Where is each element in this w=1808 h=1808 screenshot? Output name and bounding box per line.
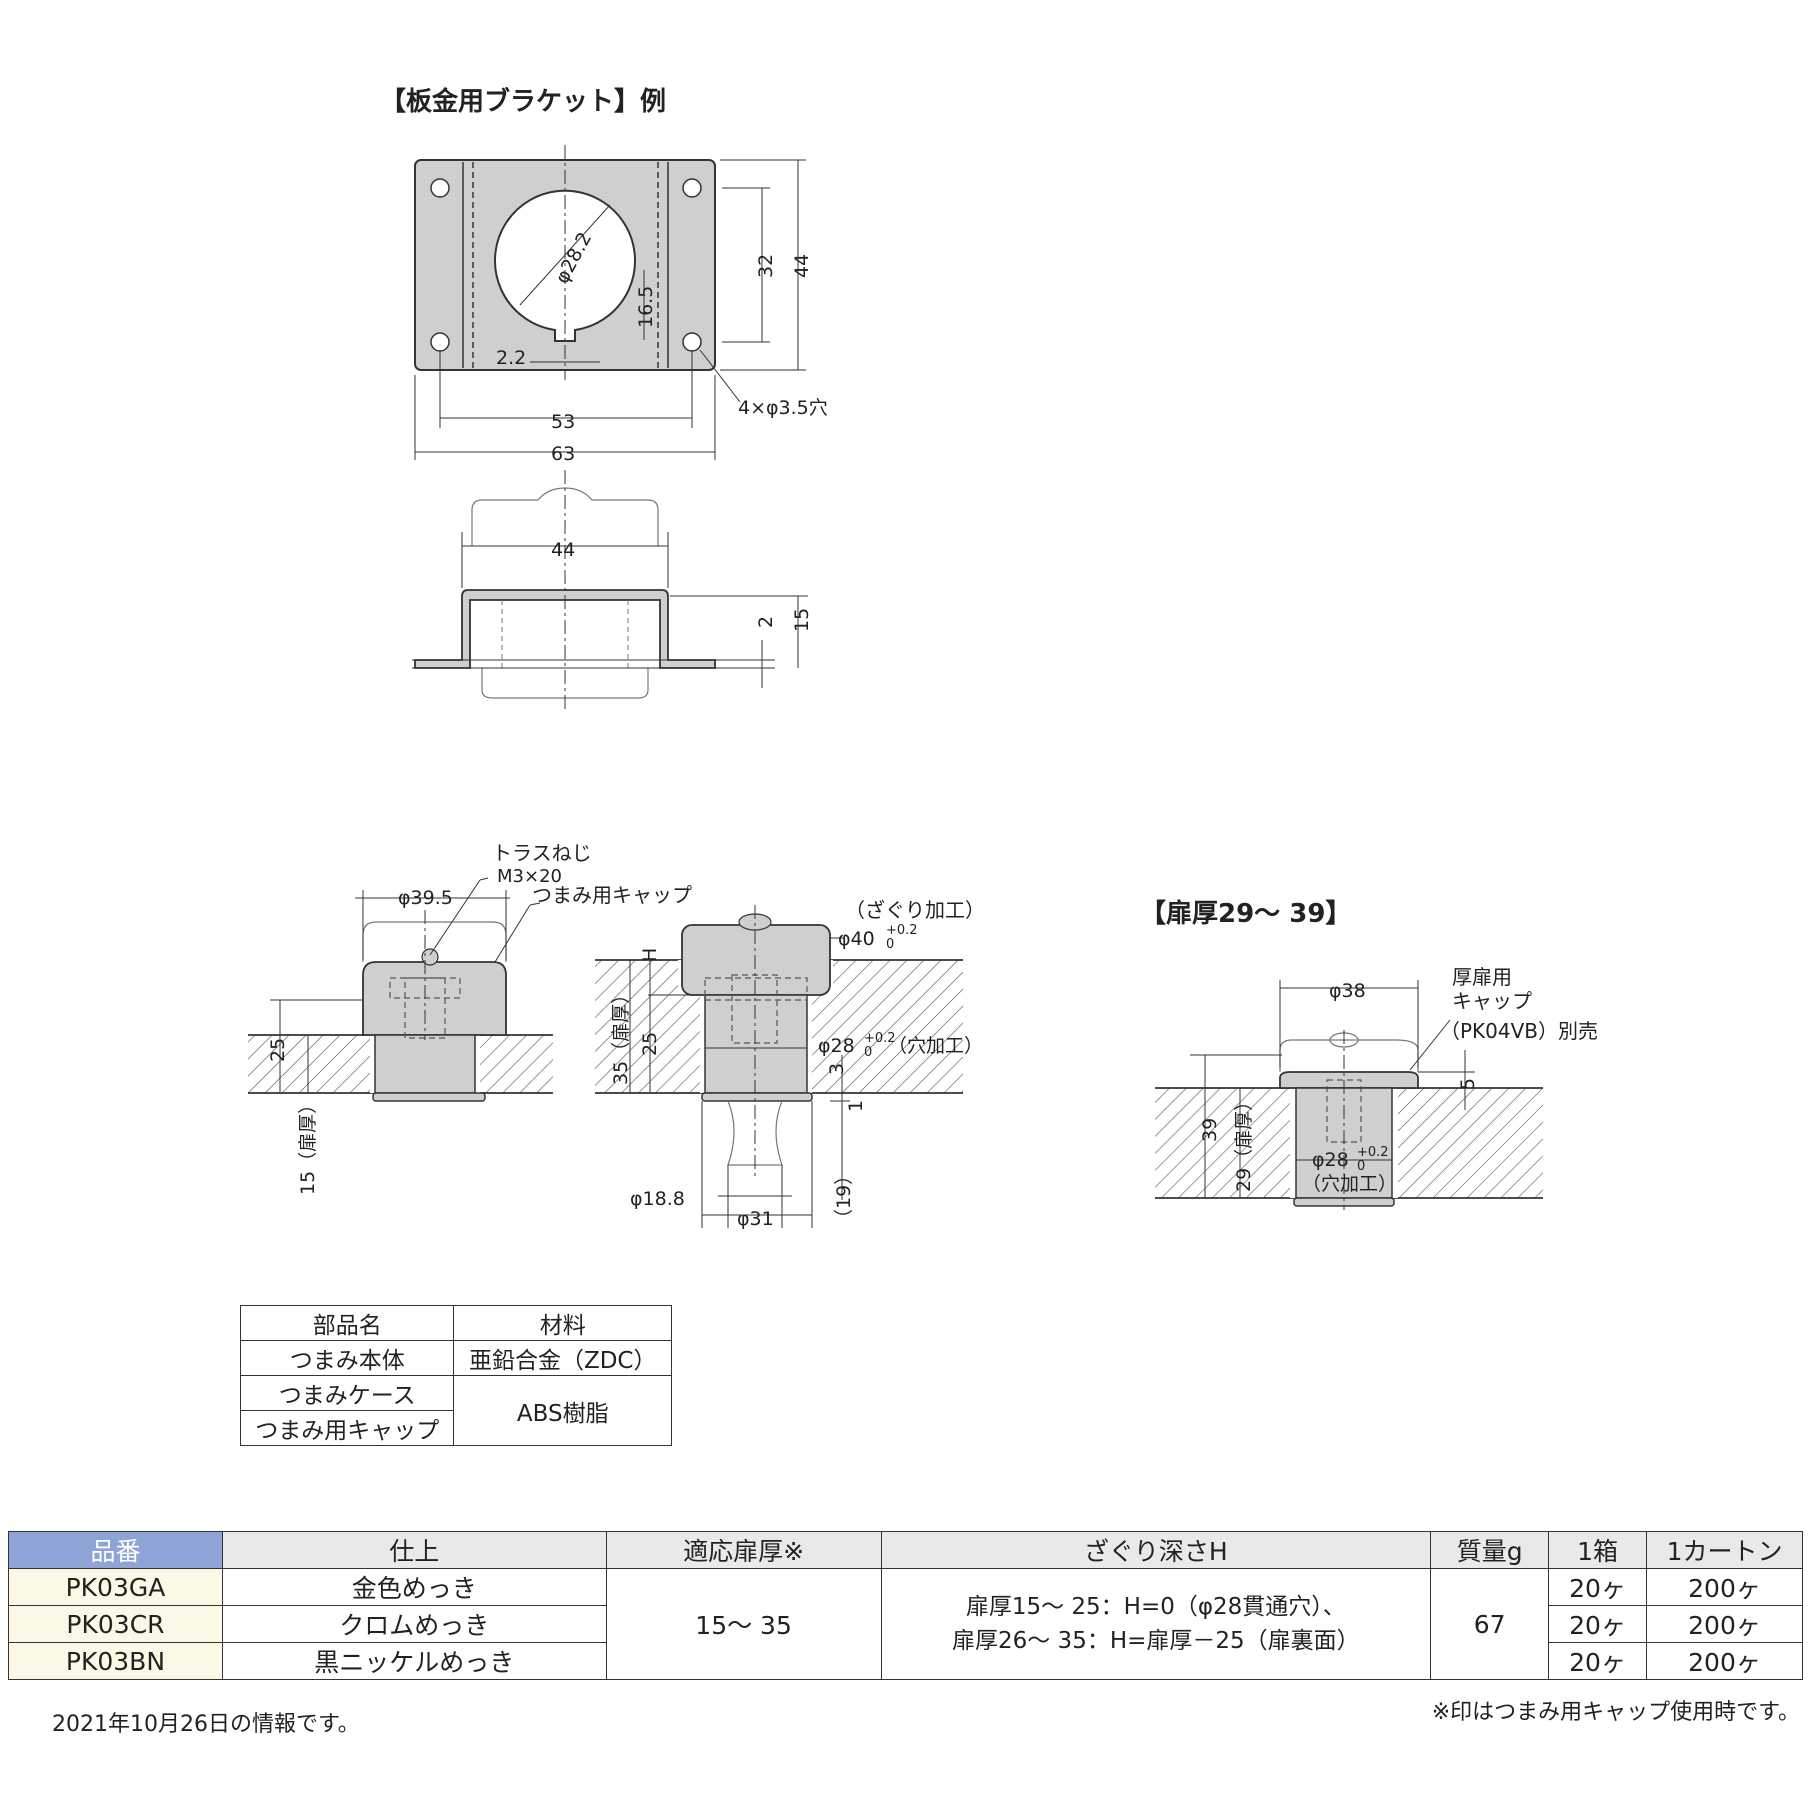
dim-19: （19） <box>833 1166 855 1228</box>
spec-header-row: 品番 仕上 適応扉厚※ ざぐり深さH 質量g 1箱 1カートン <box>8 1531 1803 1569</box>
door-thickness-35: 35（扉厚） <box>610 985 632 1085</box>
box-qty-cell: 20ヶ <box>1548 1642 1648 1680</box>
dim-2-2: 2.2 <box>496 347 526 369</box>
dim-32: 32 <box>755 254 777 278</box>
box-qty-cell: 20ヶ <box>1548 1568 1648 1606</box>
install-view-thick <box>595 905 963 1228</box>
material-part-cell: つまみケース <box>239 1375 455 1411</box>
finish-cell: クロムめっき <box>221 1605 607 1643</box>
depth-line-1: 扉厚15～ 25：H=0（φ28貫通穴）、 <box>965 1594 1346 1620</box>
table-row: つまみケース ABS樹脂 <box>239 1375 672 1446</box>
spec-header-finish: 仕上 <box>221 1531 607 1569</box>
dim-40-tol-plus: +0.2 <box>886 923 918 938</box>
dim-16-5: 16.5 <box>635 286 657 328</box>
dim-40: φ40 <box>838 928 875 950</box>
thick-door-title: 【扉厚29～ 39】 <box>1140 899 1351 929</box>
dim-53: 53 <box>551 411 575 433</box>
dim-25-b: 25 <box>639 1032 661 1056</box>
cap-label: つまみ用キャップ <box>532 883 692 907</box>
date-note: 2021年10月26日の情報です。 <box>52 1712 360 1737</box>
material-part-cell: つまみ本体 <box>239 1340 455 1376</box>
dim-31: φ31 <box>737 1208 774 1230</box>
thick-dim-28: φ28 <box>1312 1149 1349 1171</box>
dim-44: 44 <box>791 254 813 278</box>
screw-size: M3×20 <box>497 866 562 887</box>
door-thickness-15: 15（扉厚） <box>297 1095 319 1195</box>
thick-cap-label-3: （PK04VB）別売 <box>1440 1019 1598 1043</box>
bracket-title: 【板金用ブラケット】例 <box>380 86 666 117</box>
finish-cell: 黒ニッケルめっき <box>221 1642 607 1680</box>
dim-3: 3 <box>826 1063 848 1075</box>
counterbore-label: （ざぐり加工） <box>845 898 985 922</box>
side-dim-44: 44 <box>551 539 575 561</box>
depth-cell: 扉厚15～ 25：H=0（φ28貫通穴）、 扉厚26～ 35：H=扉厚－25（扉… <box>880 1568 1432 1680</box>
spec-header-mass: 質量g <box>1430 1531 1550 1569</box>
dim-28: φ28 <box>818 1035 855 1057</box>
spec-header-box: 1箱 <box>1548 1531 1648 1569</box>
carton-qty-cell: 200ヶ <box>1646 1605 1803 1643</box>
carton-qty-cell: 200ヶ <box>1646 1568 1803 1606</box>
carton-qty-cell: 200ヶ <box>1646 1642 1803 1680</box>
dim-holes: 4×φ3.5穴 <box>738 397 828 419</box>
thick-dim-28-tol-plus: +0.2 <box>1357 1145 1389 1160</box>
dim-18-8: φ18.8 <box>630 1188 685 1210</box>
table-row: PK03BN 黒ニッケルめっき 20ヶ 200ヶ <box>8 1642 1803 1680</box>
dim-63: 63 <box>551 443 575 465</box>
mass-cell: 67 <box>1430 1568 1550 1680</box>
hole-processing-label: （穴加工） <box>888 1035 983 1057</box>
depth-line-2: 扉厚26～ 35：H=扉厚－25（扉裏面） <box>951 1628 1360 1654</box>
bracket-side-view <box>412 470 808 712</box>
part-number-cell: PK03BN <box>8 1642 223 1680</box>
dim-H: H <box>639 948 661 962</box>
part-number-cell: PK03CR <box>8 1605 223 1643</box>
door-range-cell: 15～ 35 <box>605 1568 882 1680</box>
bracket-top-view <box>414 145 806 460</box>
spec-header-door-range: 適応扉厚※ <box>605 1531 882 1569</box>
dim-39-5: φ39.5 <box>398 887 453 909</box>
materials-header-part: 部品名 <box>239 1305 455 1341</box>
side-dim-15: 15 <box>791 608 813 632</box>
material-cell: 亜鉛合金（ZDC） <box>453 1340 672 1376</box>
dim-28-tol-zero: 0 <box>864 1045 872 1060</box>
dim-40-tol-zero: 0 <box>886 937 894 952</box>
thick-hole-processing-label: （穴加工） <box>1302 1173 1397 1195</box>
spec-table: 品番 仕上 適応扉厚※ ざぐり深さH 質量g 1箱 1カートン PK03GA 金… <box>8 1531 1803 1680</box>
material-cell: ABS樹脂 <box>453 1375 672 1446</box>
materials-table: 部品名 材料 つまみ本体 亜鉛合金（ZDC） つまみケース ABS樹脂 つまみ用… <box>239 1305 672 1446</box>
thick-dim-28-tol-zero: 0 <box>1357 1159 1365 1174</box>
thick-cap-label-1: 厚扉用 <box>1452 965 1512 989</box>
spec-header-carton: 1カートン <box>1646 1531 1803 1569</box>
part-number-cell: PK03GA <box>8 1568 223 1606</box>
door-thickness-29: 29（扉厚） <box>1233 1092 1255 1192</box>
cap-note: ※印はつまみ用キャップ使用時です。 <box>1431 1700 1800 1725</box>
side-dim-2: 2 <box>755 616 777 628</box>
materials-header-material: 材料 <box>453 1305 672 1341</box>
dim-1: 1 <box>845 1100 867 1112</box>
table-row: つまみ本体 亜鉛合金（ZDC） <box>239 1340 672 1376</box>
install-view-thin <box>248 877 553 1102</box>
dim-28-tol-plus: +0.2 <box>864 1031 896 1046</box>
box-qty-cell: 20ヶ <box>1548 1605 1648 1643</box>
spec-header-depth: ざぐり深さH <box>880 1531 1432 1569</box>
thick-door-view <box>1155 980 1543 1210</box>
table-row: PK03GA 金色めっき 15～ 35 扉厚15～ 25：H=0（φ28貫通穴）… <box>8 1568 1803 1680</box>
finish-cell: 金色めっき <box>221 1568 607 1606</box>
table-row: PK03CR クロムめっき 20ヶ 200ヶ <box>8 1605 1803 1643</box>
technical-drawing: 【板金用ブラケット】例 φ28.2 16.5 2.2 32 44 53 <box>248 86 1598 1230</box>
dim-25-a: 25 <box>267 1038 289 1062</box>
dim-39: 39 <box>1199 1118 1221 1142</box>
thick-cap-label-2: キャップ <box>1452 989 1532 1013</box>
material-part-cell: つまみ用キャップ <box>239 1410 455 1446</box>
dim-38: φ38 <box>1329 980 1366 1002</box>
screw-label: トラスねじ <box>492 841 592 865</box>
materials-header-row: 部品名 材料 <box>239 1305 672 1341</box>
dim-5: 5 <box>1457 1078 1479 1090</box>
spec-header-part-number: 品番 <box>8 1531 223 1569</box>
table-row: つまみ用キャップ <box>239 1410 672 1446</box>
